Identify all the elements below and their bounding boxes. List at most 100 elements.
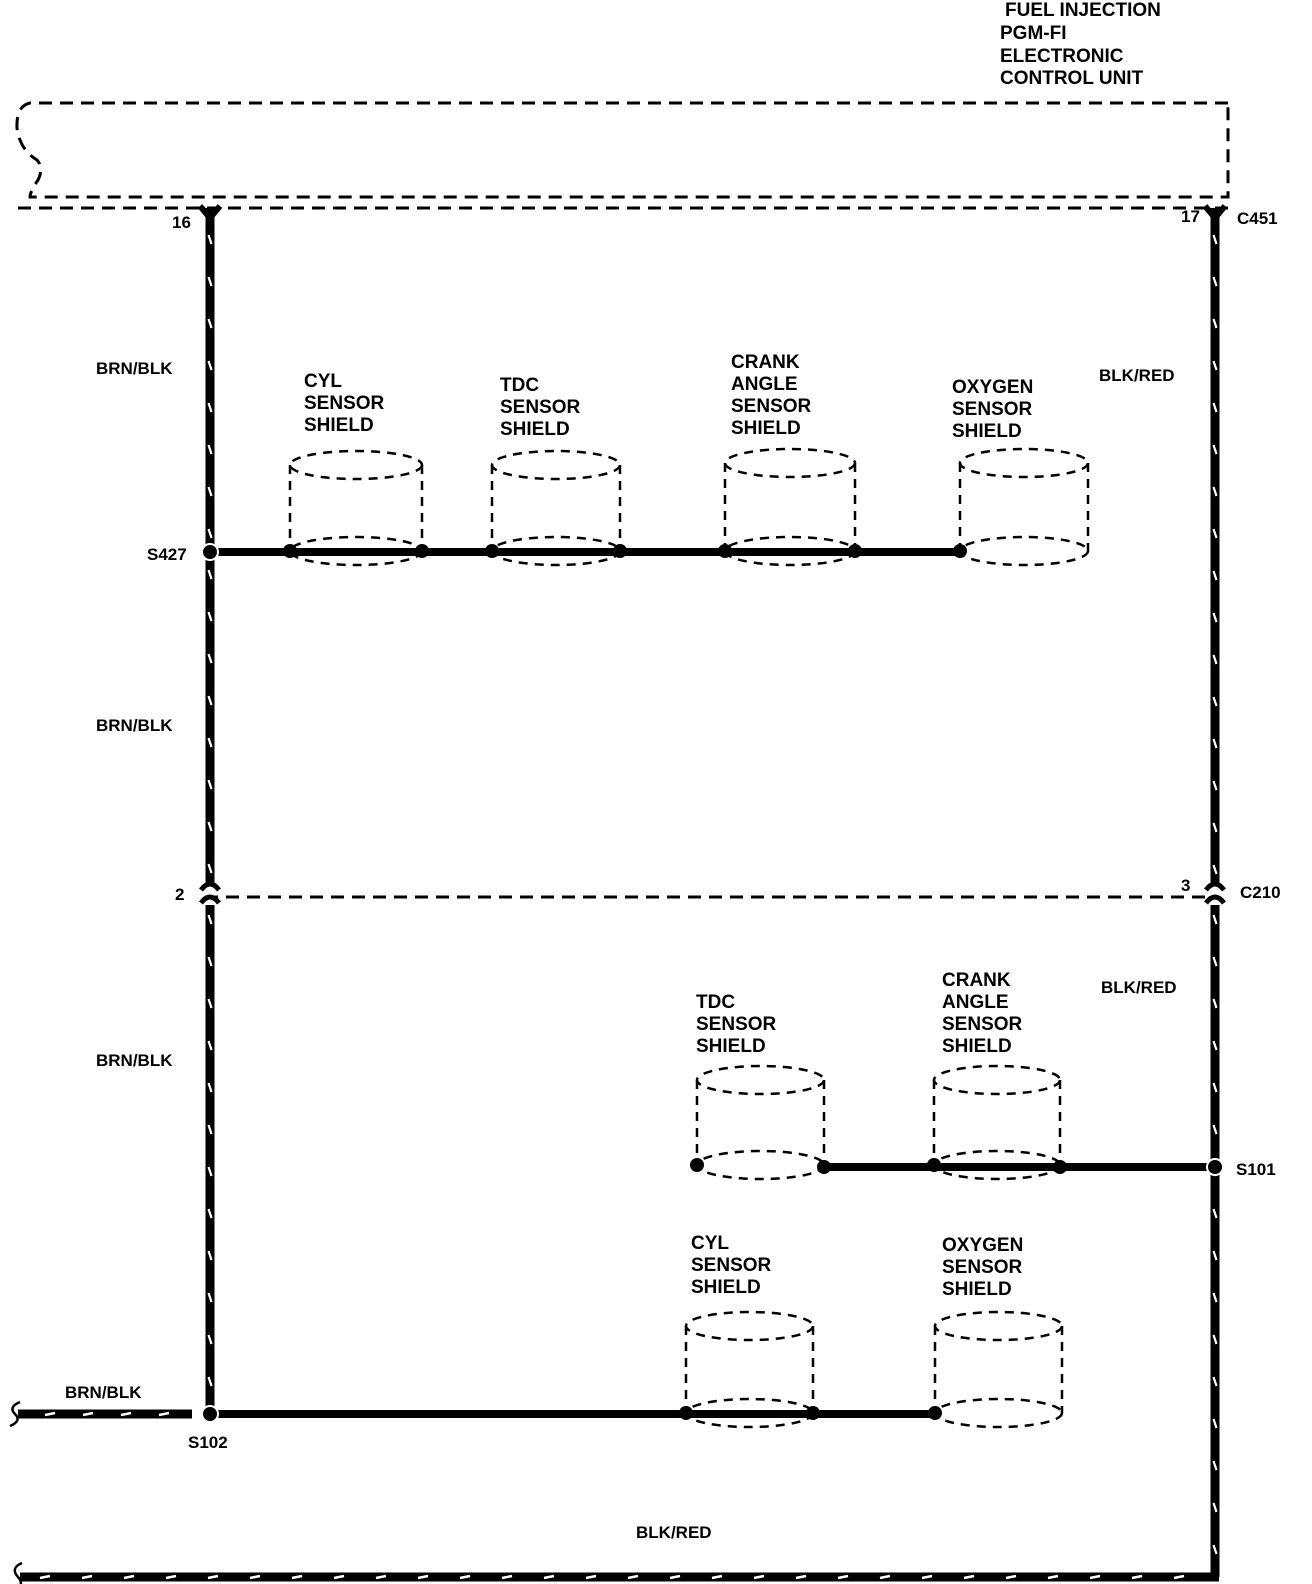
- wire-tick: [963, 1574, 975, 1580]
- svg-text:SHIELD: SHIELD: [691, 1277, 761, 1298]
- shield-bottom: [933, 1397, 1064, 1429]
- shield-top: [958, 447, 1090, 479]
- wire-pattern-ticks: [39, 234, 1218, 1580]
- wire-tick: [207, 234, 213, 245]
- wire-tick: [1212, 234, 1218, 245]
- wire-tick: [1212, 402, 1218, 413]
- wire-tick: [1212, 822, 1218, 833]
- svg-text:SHIELD: SHIELD: [952, 421, 1022, 442]
- svg-text:SENSOR: SENSOR: [691, 1255, 772, 1276]
- svg-text:TDC: TDC: [500, 375, 539, 396]
- wire-tick: [158, 1411, 170, 1417]
- shield-label-upper-oxygen: OXYGEN SENSOR SHIELD: [952, 377, 1033, 442]
- wire-tick: [1212, 1460, 1218, 1471]
- shield-lower-oxygen: [928, 1310, 1064, 1429]
- shield-top: [933, 1310, 1064, 1342]
- svg-text:SENSOR: SENSOR: [942, 1257, 1023, 1278]
- wire-tick: [711, 1574, 723, 1580]
- wire-tick: [1212, 1040, 1218, 1051]
- wire-tick: [207, 318, 213, 329]
- wire-tick: [1212, 914, 1218, 925]
- wire-tick: [1212, 360, 1218, 371]
- c451-pin-left: 16: [172, 213, 191, 232]
- wire-color-left-1: BRN/BLK: [96, 359, 173, 378]
- wire-tick: [1212, 654, 1218, 665]
- svg-text:OXYGEN: OXYGEN: [952, 377, 1033, 398]
- brn-blk-wire-left: [197, 204, 223, 1414]
- svg-text:TDC: TDC: [696, 992, 735, 1013]
- wire-tick: [207, 276, 213, 287]
- wire-tick: [375, 1574, 387, 1580]
- blk-red-wire-right: [1202, 204, 1228, 1577]
- shield-top: [684, 1310, 815, 1342]
- svg-text:SENSOR: SENSOR: [696, 1014, 777, 1035]
- shield-terminal: [806, 1406, 820, 1420]
- shield-upper-crank: [718, 447, 857, 567]
- shield-terminal: [613, 544, 627, 558]
- wire-tick: [1047, 1574, 1059, 1580]
- svg-text:SHIELD: SHIELD: [304, 415, 374, 436]
- c210-pin-right: 3: [1181, 876, 1190, 895]
- wire-tick: [207, 998, 213, 1009]
- wire-tick: [249, 1574, 261, 1580]
- wire-tick: [207, 402, 213, 413]
- shield-label-middle-tdc: TDC SENSOR SHIELD: [696, 992, 777, 1057]
- shield-bottom: [958, 535, 1090, 567]
- wire-tick: [669, 1574, 681, 1580]
- svg-text:SHIELD: SHIELD: [731, 418, 801, 439]
- wire-tick: [1212, 1376, 1218, 1387]
- s102-label: S102: [188, 1433, 228, 1452]
- shield-terminal: [928, 1406, 942, 1420]
- wire-tick: [207, 1292, 213, 1303]
- svg-text:SENSOR: SENSOR: [500, 397, 581, 418]
- wire-tick: [207, 1082, 213, 1093]
- shield-middle-tdc: [690, 1064, 826, 1181]
- shield-upper-cyl: [283, 449, 424, 567]
- wire-tick: [1173, 1574, 1185, 1580]
- wire-tick: [44, 1411, 56, 1417]
- wire-tick: [543, 1574, 555, 1580]
- wire-tick: [207, 1040, 213, 1051]
- shield-terminal: [485, 544, 499, 558]
- wire-tick: [207, 1124, 213, 1135]
- shield-terminal: [927, 1158, 941, 1172]
- wire-tick: [1212, 998, 1218, 1009]
- svg-text:SHIELD: SHIELD: [696, 1036, 766, 1057]
- wire-tick: [1212, 1334, 1218, 1345]
- shield-bottom: [695, 1149, 826, 1181]
- wire-tick: [207, 1208, 213, 1219]
- wire-color-right-2: BLK/RED: [1101, 978, 1177, 997]
- shield-terminal: [690, 1158, 704, 1172]
- splice-s427: [201, 543, 219, 561]
- wire-tick: [207, 1376, 213, 1387]
- shield-terminal: [679, 1406, 693, 1420]
- shield-middle-crank: [927, 1064, 1062, 1181]
- wire-tick: [207, 1574, 219, 1580]
- wire-color-left-3: BRN/BLK: [96, 1051, 173, 1070]
- shield-terminal: [848, 544, 862, 558]
- wire-tick: [207, 779, 213, 790]
- wire-tick: [1212, 528, 1218, 539]
- ecu-title-line-4: CONTROL UNIT: [1000, 68, 1144, 89]
- wire-tick: [459, 1574, 471, 1580]
- shield-top: [932, 1064, 1062, 1096]
- svg-text:SHIELD: SHIELD: [942, 1036, 1012, 1057]
- shield-upper-oxygen: [953, 447, 1090, 567]
- wire-tick: [207, 360, 213, 371]
- wire-tick: [165, 1574, 177, 1580]
- shield-label-upper-crank: CRANK ANGLE SENSOR SHIELD: [731, 352, 812, 439]
- shield-terminal: [415, 544, 429, 558]
- blk-red-wire-bottom: [13, 1561, 1219, 1584]
- wire-tick: [207, 444, 213, 455]
- wire-tick: [1212, 1418, 1218, 1429]
- wire-tick: [1212, 1124, 1218, 1135]
- svg-text:CRANK: CRANK: [942, 970, 1011, 991]
- shield-label-upper-cyl: CYL SENSOR SHIELD: [304, 371, 385, 436]
- splice-s102: [201, 1405, 219, 1423]
- wire-tick: [207, 528, 213, 539]
- wire-tick: [417, 1574, 429, 1580]
- wire-tick: [1212, 570, 1218, 581]
- wire-tick: [207, 956, 213, 967]
- wire-tick: [1005, 1574, 1017, 1580]
